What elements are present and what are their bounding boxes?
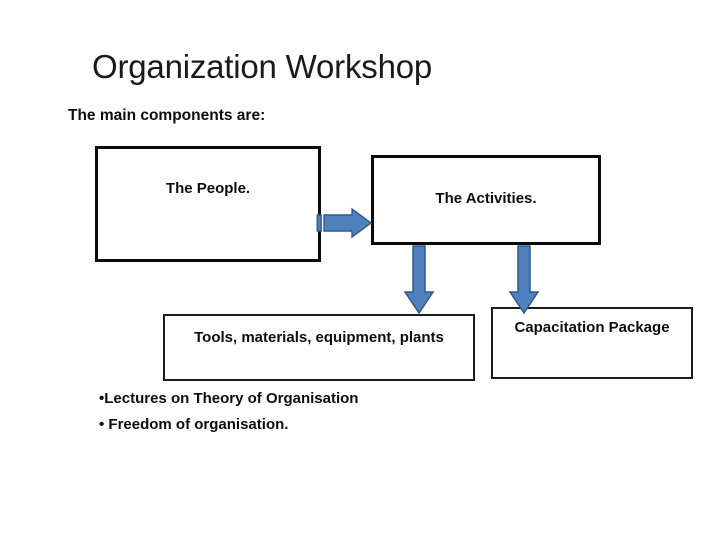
subtitle-text: The main components are: xyxy=(68,107,266,124)
box-the-people-label: The People. xyxy=(165,180,251,197)
page-title: Organization Workshop xyxy=(92,48,433,85)
box-capacitation-package[interactable]: Capacitation Package xyxy=(491,307,693,379)
box-tools-materials-label: Tools, materials, equipment, plants xyxy=(194,329,444,346)
box-the-people[interactable]: The People. xyxy=(95,146,321,262)
box-capacitation-package-label: Capacitation Package xyxy=(514,319,670,336)
list-item: • Freedom of organisation. xyxy=(99,416,289,433)
bullet-list: •Lectures on Theory of Organisation • Fr… xyxy=(99,386,519,438)
box-tools-materials[interactable]: Tools, materials, equipment, plants xyxy=(163,314,475,381)
box-the-activities[interactable]: The Activities. xyxy=(371,155,601,245)
arrow-down-icon xyxy=(403,245,435,315)
arrow-right-icon xyxy=(316,207,373,239)
list-item: •Lectures on Theory of Organisation xyxy=(99,390,359,407)
box-the-activities-label: The Activities. xyxy=(435,190,537,207)
arrow-down-icon xyxy=(508,245,540,315)
